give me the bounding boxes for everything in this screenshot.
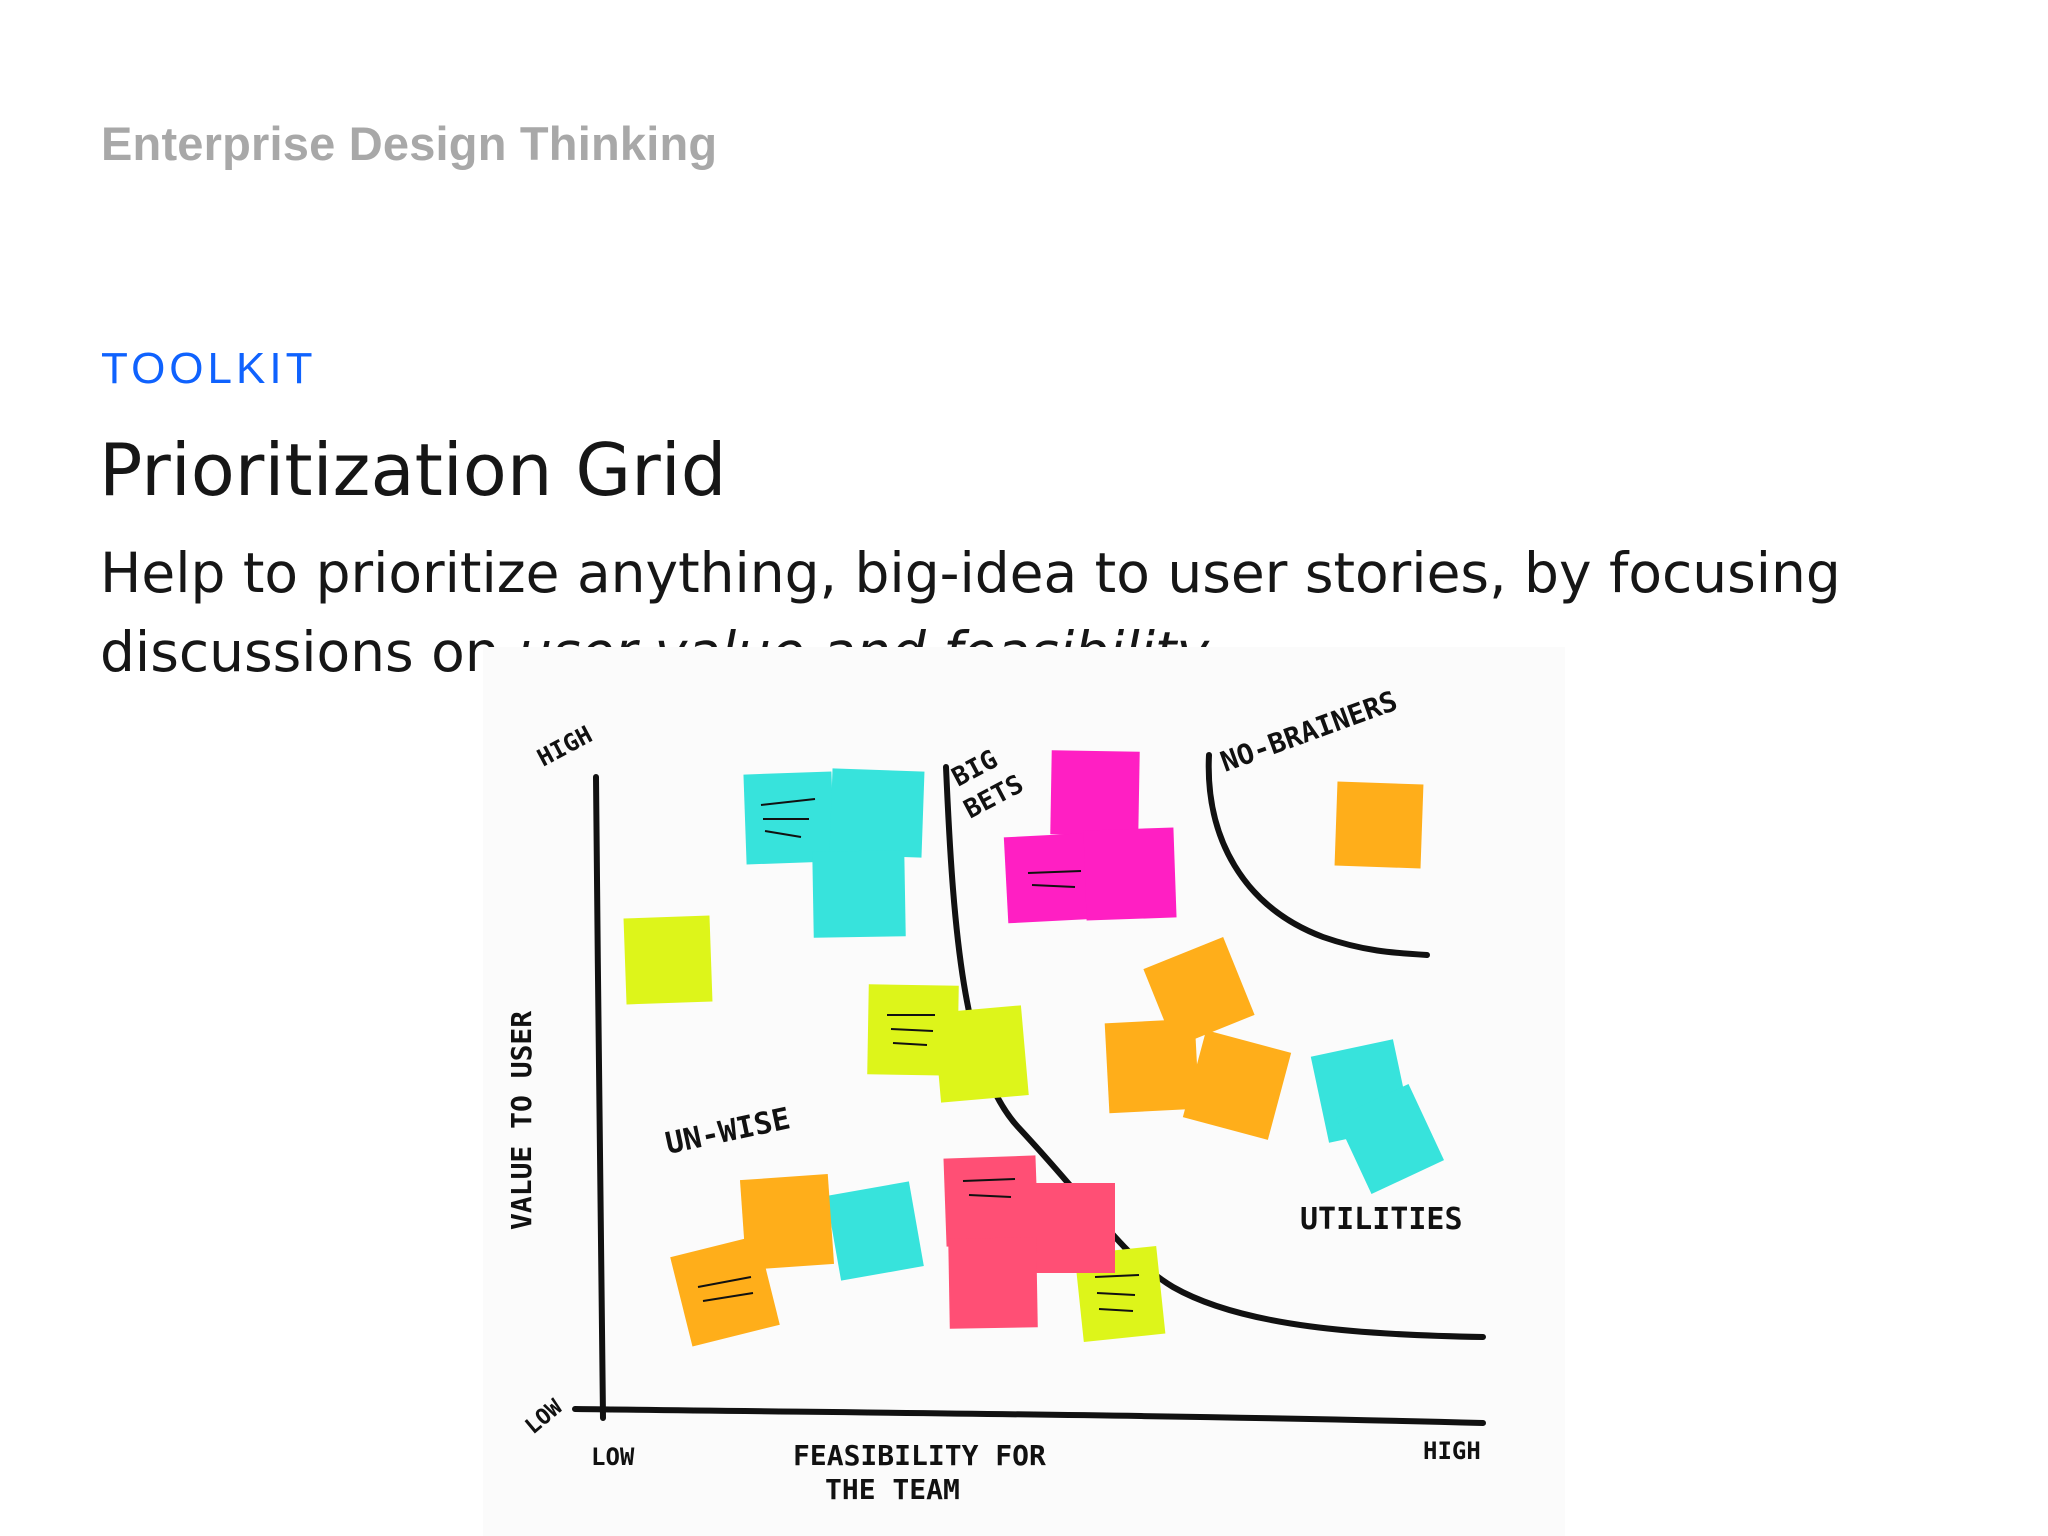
sticky-note bbox=[812, 850, 906, 938]
sticky-note bbox=[739, 1174, 835, 1270]
y-axis-high-label: HIGH bbox=[533, 720, 597, 772]
y-axis-low-label: LOW bbox=[521, 1394, 568, 1439]
y-axis-label: VALUE TO USER bbox=[505, 1011, 538, 1230]
x-axis-high-label: HIGH bbox=[1423, 1437, 1481, 1465]
section-eyebrow: TOOLKIT bbox=[101, 344, 317, 393]
x-axis-label-line2: THE TEAM bbox=[825, 1473, 960, 1506]
quadrant-label-no-brainers: NO-BRAINERS bbox=[1216, 684, 1402, 778]
x-axis-label-line1: FEASIBILITY FOR bbox=[793, 1439, 1046, 1472]
sticky-note bbox=[1143, 936, 1255, 1048]
sticky-note bbox=[1083, 827, 1177, 921]
y-axis bbox=[593, 774, 606, 1421]
sticky-note bbox=[1023, 1183, 1115, 1273]
page-title: Prioritization Grid bbox=[99, 428, 727, 512]
sticky-note bbox=[1335, 1084, 1445, 1194]
sticky-note bbox=[623, 915, 713, 1005]
sticky-note bbox=[1104, 1018, 1200, 1114]
sticky-note bbox=[1334, 781, 1424, 869]
x-axis bbox=[572, 1406, 1486, 1426]
sticky-note bbox=[948, 1237, 1038, 1329]
sticky-note bbox=[1050, 750, 1140, 836]
sticky-note bbox=[826, 1181, 924, 1281]
prioritization-grid-photo: HIGH LOW LOW HIGH VALUE TO USER FEASIBIL… bbox=[483, 647, 1565, 1536]
quadrant-label-utilities: UTILITIES bbox=[1300, 1202, 1463, 1237]
sticky-note bbox=[829, 768, 925, 858]
x-axis-low-label: LOW bbox=[591, 1443, 635, 1471]
description-text: Help to prioritize anything, big-idea to… bbox=[100, 541, 1841, 684]
sticky-note bbox=[1182, 1030, 1292, 1140]
brand-name[interactable]: Enterprise Design Thinking bbox=[101, 117, 718, 170]
no-brainers-curve bbox=[1205, 752, 1430, 958]
quadrant-label-unwise: UN-WISE bbox=[662, 1101, 793, 1162]
sticky-note bbox=[670, 1235, 780, 1347]
sticky-note bbox=[1003, 832, 1099, 924]
sticky-note bbox=[933, 1005, 1029, 1103]
